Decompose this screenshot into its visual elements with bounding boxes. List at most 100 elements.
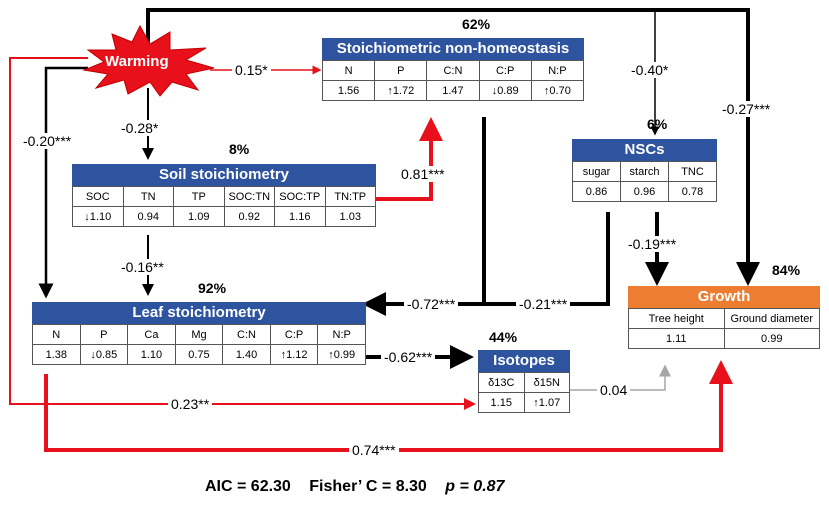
cell-value: 1.47 [426,80,480,101]
cell-header: sugar [572,161,621,182]
cell-header: SOC:TP [274,186,326,207]
cell-value: 1.11 [628,328,725,349]
coef-warming-isotopes: 0.23** [168,396,213,412]
cell-value: ↑0.99 [317,344,366,365]
arrow-soil-nonhomeo [376,117,443,201]
node-table: N P C:N C:P N:P 1.56 ↑1.72 1.47 ↓0.89 ↑0… [321,60,585,101]
r2-nonhomeo: 62% [462,16,491,32]
cell-header: TNC [668,161,717,182]
coef-nonhomeo-leaf: -0.72*** [404,296,459,312]
cell-value: 1.56 [321,80,376,101]
cell-header: C:P [269,324,319,345]
warming-burst [82,24,215,97]
node-title: NSCs [572,139,717,161]
cell-value: ↓1.10 [72,206,124,227]
cell-value: 0.86 [572,181,621,202]
node-stoich-nonhomeostasis: Stoichiometric non-homeostasis N P C:N C… [321,38,585,101]
cell-value: ↑1.72 [374,80,428,101]
cell-value: 1.15 [478,392,525,413]
warming-label: Warming [105,53,169,70]
coef-leaf-growth: 0.74*** [349,442,399,458]
cell-header: Ground diameter [723,308,820,329]
node-table: N P Ca Mg C:N C:P N:P 1.38 ↓0.85 1.10 0.… [32,324,366,365]
model-fit-stats: AIC = 62.30 Fisher’ C = 8.30 p = 0.87 [205,478,518,496]
coef-nsc-leaf: -0.21*** [516,296,571,312]
cell-value: ↓0.89 [478,80,532,101]
arrow-leaf-growth [44,360,733,452]
node-leaf-stoichiometry: Leaf stoichiometry N P Ca Mg C:N C:P N:P… [32,302,366,365]
node-title: Stoichiometric non-homeostasis [322,38,584,60]
node-title: Growth [628,286,820,308]
cell-value: 0.94 [122,206,174,227]
cell-header: TN [122,186,174,207]
r2-isotopes: 44% [489,329,518,345]
aic-value: AIC = 62.30 [205,478,291,495]
cell-header: TN:TP [324,186,376,207]
r2-nscs: 6% [647,116,668,132]
cell-value: 1.03 [324,206,376,227]
cell-header: P [374,60,428,81]
arrow-nsc-leaf [484,212,610,306]
r2-leaf: 92% [198,280,227,296]
p-value: p = 0.87 [445,478,505,495]
cell-value: 0.92 [223,206,275,227]
coef-leaf-isotopes: -0.62*** [381,349,436,365]
cell-header: Ca [127,324,176,345]
coef-soil-leaf: -0.16** [118,259,167,275]
cell-header: δ13C [478,372,525,393]
r2-growth: 84% [772,262,801,278]
coef-nsc-growth: -0.19*** [625,236,680,252]
arrow-warming-isotopes [9,57,476,410]
node-soil-stoichiometry: Soil stoichiometry SOC TN TP SOC:TN SOC:… [72,164,376,227]
coef-warming-nsc: -0.40* [628,62,672,78]
coef-warming-leaf: -0.20*** [20,133,75,149]
cell-value: 1.16 [274,206,326,227]
cell-header: TP [173,186,225,207]
cell-header: SOC [72,186,124,207]
cell-header: C:N [222,324,271,345]
cell-value: 1.10 [127,344,176,365]
cell-header: Mg [174,324,224,345]
cell-value: 0.96 [620,181,669,202]
cell-header: SOC:TN [223,186,275,207]
r2-soil: 8% [229,141,250,157]
cell-value: ↑1.07 [523,392,570,413]
coef-soil-nonhomeo: 0.81*** [398,166,448,182]
cell-header: C:P [478,60,532,81]
cell-header: N:P [530,60,585,81]
node-table: δ13C δ15N 1.15 ↑1.07 [478,372,570,413]
node-table: SOC TN TP SOC:TN SOC:TP TN:TP ↓1.10 0.94… [72,186,376,227]
coef-warming-soil: -0.28* [118,120,162,136]
coef-warming-nonhomeo: 0.15* [232,62,271,78]
cell-header: N [321,60,376,81]
cell-value: 0.99 [723,328,820,349]
node-growth: Growth Tree height Ground diameter 1.11 … [628,286,820,349]
cell-header: starch [620,161,669,182]
coef-warming-growth: -0.27*** [719,101,774,117]
cell-header: δ15N [523,372,570,393]
arrow-warming-growth [146,8,760,286]
arrow-warming-leaf [38,66,88,299]
cell-header: P [79,324,129,345]
node-table: Tree height Ground diameter 1.11 0.99 [628,308,820,349]
cell-header: N:P [317,324,366,345]
cell-value: 1.09 [173,206,225,227]
cell-value: 0.75 [174,344,224,365]
cell-header: Tree height [628,308,725,329]
cell-value: ↑0.70 [530,80,585,101]
fisher-c-value: Fisher’ C = 8.30 [309,478,427,495]
coef-isotopes-growth: 0.04 [597,382,631,398]
cell-value: ↓0.85 [79,344,129,365]
node-table: sugar starch TNC 0.86 0.96 0.78 [572,161,717,202]
node-title: Leaf stoichiometry [32,302,366,324]
cell-header: C:N [426,60,480,81]
cell-value: 1.38 [32,344,81,365]
node-nscs: NSCs sugar starch TNC 0.86 0.96 0.78 [572,139,717,202]
cell-value: 1.40 [222,344,271,365]
cell-header: N [32,324,81,345]
cell-value: ↑1.12 [269,344,319,365]
node-title: Isotopes [478,350,570,372]
node-isotopes: Isotopes δ13C δ15N 1.15 ↑1.07 [478,350,570,413]
cell-value: 0.78 [668,181,717,202]
